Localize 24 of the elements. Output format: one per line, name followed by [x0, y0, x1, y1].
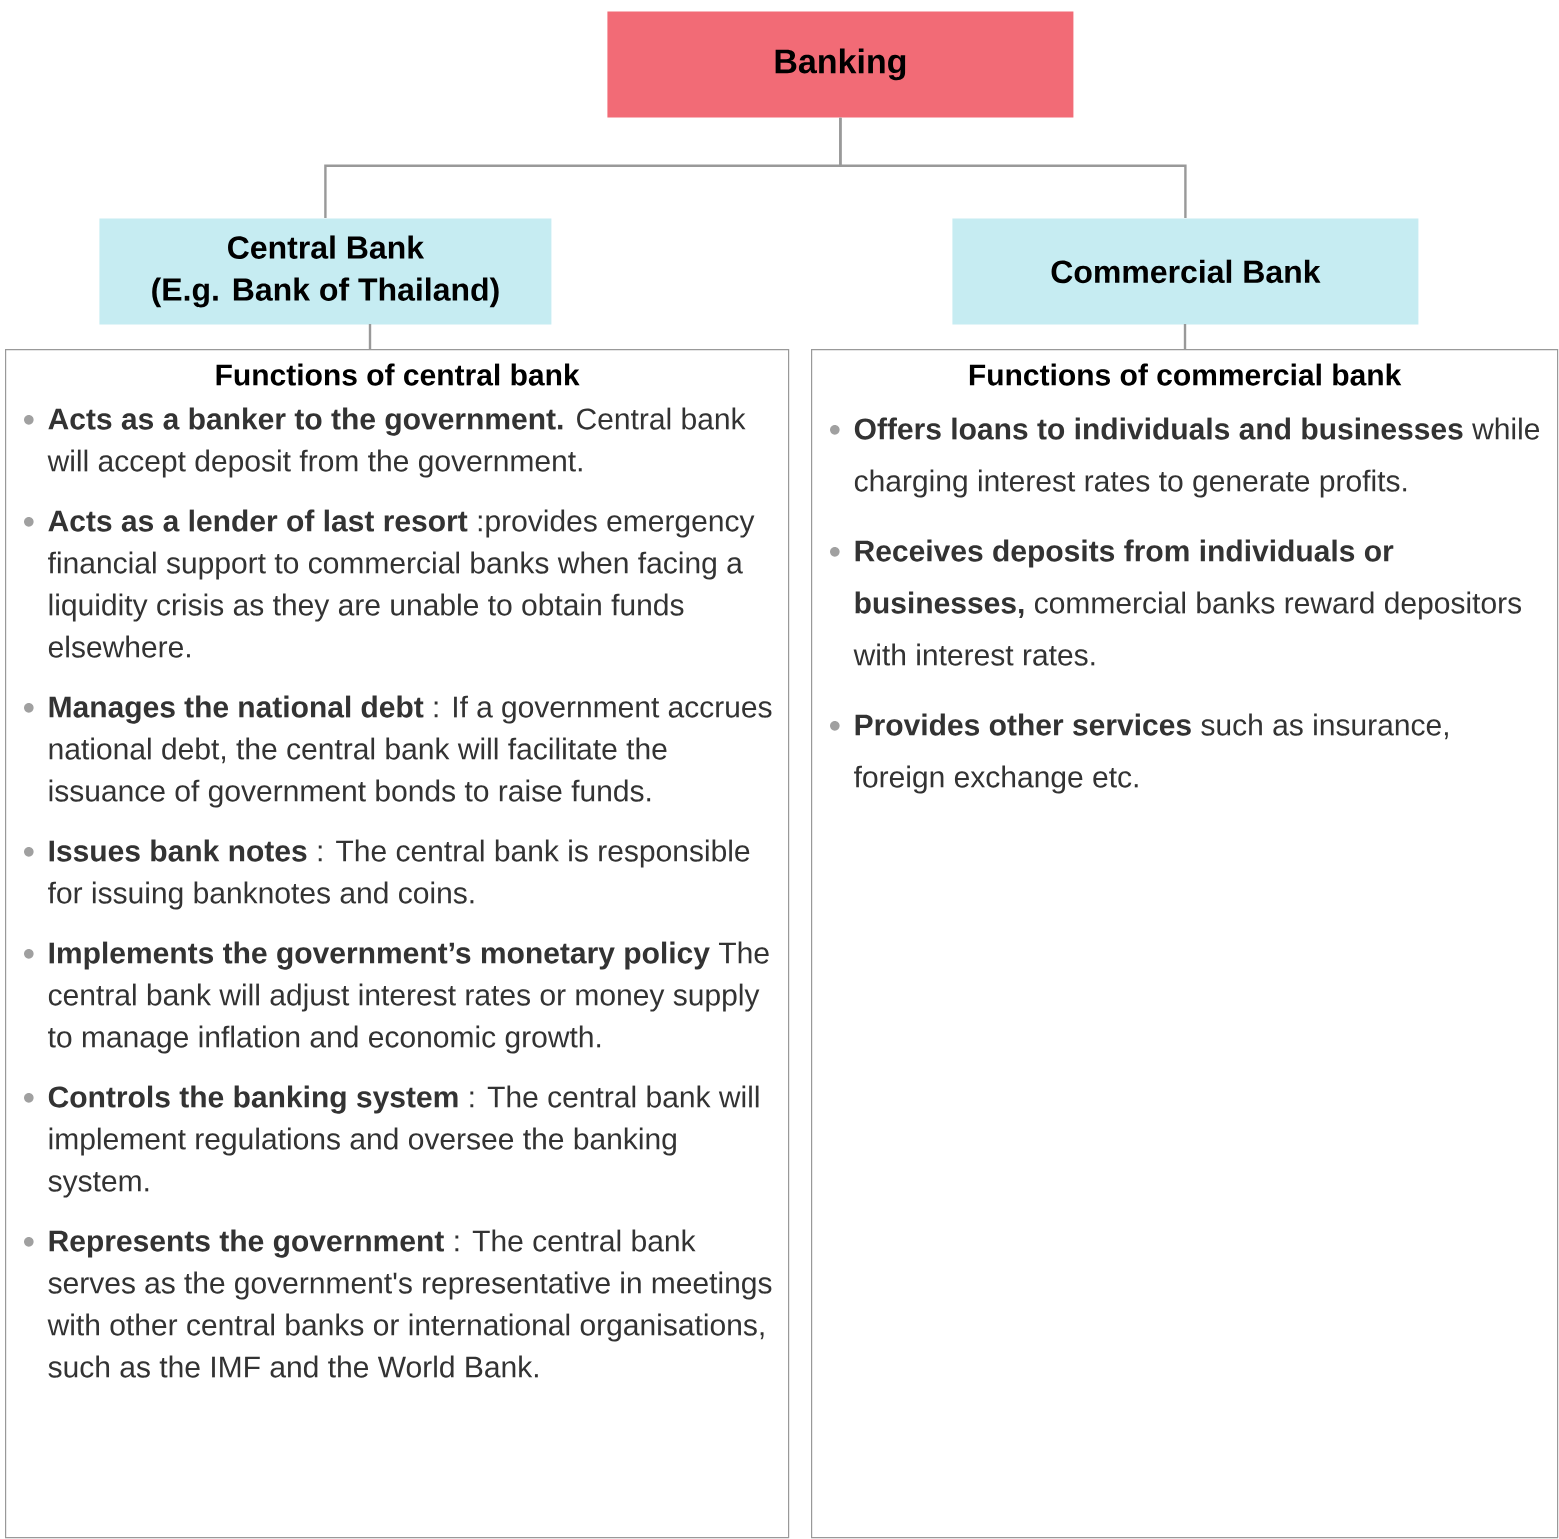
connector-line — [1183, 324, 1187, 349]
category-box — [99, 218, 552, 325]
heading-text: Commercial Bank — [1051, 259, 1321, 284]
bullet-text: Controls the banking system : The central bank will implement regulations and oversee the banking system. — [48, 1085, 759, 1198]
bullet-text: Implements the government’s monetary policy The central bank will adjust interest rates or money supply to manage inflation and economic growth. — [48, 941, 769, 1054]
bullet-text: Acts as a lender of last resort :provides emergency financial support to commercial banks when facing a liquidity crisis as they are unable to obtain funds elsewhere. — [48, 509, 755, 658]
functions-panel — [5, 349, 790, 1539]
category-box — [952, 218, 1419, 325]
heading-text: (E.g. Bank of Thailand) — [152, 277, 499, 308]
connector-line — [368, 324, 372, 349]
bullet-text: Acts as a banker to the government. Central bank will accept deposit from the government. — [47, 407, 746, 478]
heading-text: Central Bank — [228, 235, 425, 259]
heading-text: Banking — [775, 48, 906, 81]
connector-line — [839, 117, 1187, 218]
bullet-text: Represents the government : The central bank serves as the government's representative in meetings with other central banks or international organisations, such as the IMF and the World Bank. — [47, 1229, 772, 1378]
title-box — [607, 11, 1074, 118]
bullet-text: Issues bank notes : The central bank is responsible for issuing banknotes and coins. — [48, 839, 750, 910]
bullet-text: Receives deposits from individuals or businesses, commercial banks reward depositors with interest rates. — [853, 539, 1521, 666]
bullet-text: Offers loans to individuals and businesses while charging interest rates to generate profits. — [854, 417, 1540, 498]
bullet-text: Manages the national debt : If a government accrues national debt, the central bank will facilitate the issuance of government bonds to raise funds. — [49, 695, 772, 808]
bullet-text: Provides other services such as insurance, foreign exchange etc. — [854, 713, 1448, 794]
functions-panel — [811, 349, 1559, 1539]
panel-heading: Functions of commercial bank — [969, 363, 1402, 386]
panel-heading: Functions of central bank — [216, 363, 580, 386]
